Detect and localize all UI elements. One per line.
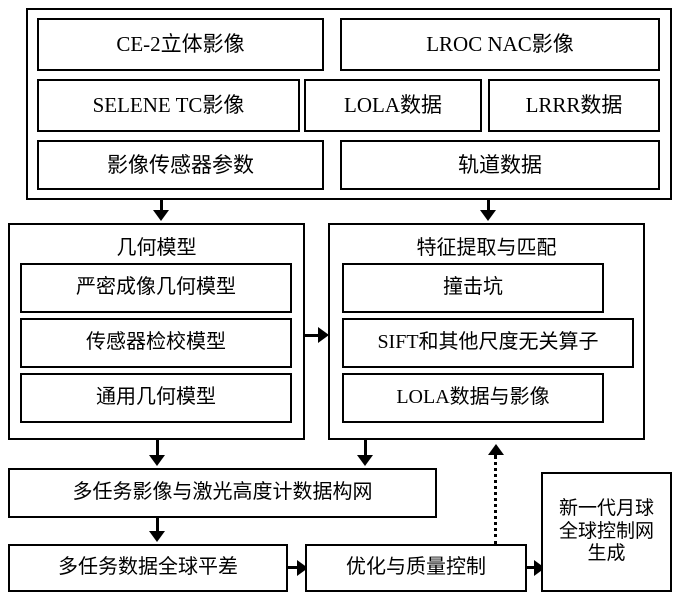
source-box-lola[interactable]: LOLA数据 (304, 79, 482, 132)
connector-optimization-to-output-line (527, 566, 537, 569)
process-box-network-building[interactable]: 多任务影像与激光高度计数据构网 (8, 468, 437, 518)
connector-optimization-to-output-arrowhead (534, 560, 545, 576)
source-box-selene-tc[interactable]: SELENE TC影像 (37, 79, 300, 132)
process-box-global-adjustment[interactable]: 多任务数据全球平差 (8, 544, 288, 592)
source-box-lroc-nac[interactable]: LROC NAC影像 (340, 18, 660, 71)
source-box-ce2[interactable]: CE-2立体影像 (37, 18, 324, 71)
connector-adjustment-to-optimization-arrowhead (297, 560, 308, 576)
connector-feature-to-network-arrowhead (357, 455, 373, 466)
source-box-sensor-params[interactable]: 影像传感器参数 (37, 140, 324, 190)
connector-sources-to-feature-line (487, 200, 490, 213)
feature-extraction-group-title: 特征提取与匹配 (416, 237, 557, 259)
source-box-lrrr[interactable]: LRRR数据 (488, 79, 660, 132)
geometric-model-group-title: 几何模型 (116, 237, 197, 259)
connector-sources-to-geometric-line (160, 200, 163, 213)
feature-box-lola-imagery[interactable]: LOLA数据与影像 (342, 373, 604, 423)
connector-network-to-adjustment-line (156, 518, 159, 535)
connector-optimization-feedback-line (494, 455, 497, 545)
output-line-2: 全球控制网 (558, 520, 654, 542)
geometric-box-sensor-calibration[interactable]: 传感器检校模型 (20, 318, 292, 368)
connector-optimization-feedback-arrowhead (488, 444, 504, 455)
output-line-3: 生成 (587, 543, 626, 565)
connector-adjustment-to-optimization-line (288, 566, 300, 569)
connector-sources-to-feature-arrowhead (480, 210, 496, 221)
geometric-box-rigorous-imaging[interactable]: 严密成像几何模型 (20, 263, 292, 313)
connector-sources-to-geometric-arrowhead (153, 210, 169, 221)
connector-geometric-to-feature-line (305, 334, 321, 337)
feature-box-sift-operators[interactable]: SIFT和其他尺度无关算子 (342, 318, 634, 368)
connector-geometric-to-network-line (156, 440, 159, 460)
source-box-orbit-data[interactable]: 轨道数据 (340, 140, 660, 190)
connector-network-to-adjustment-arrowhead (149, 531, 165, 542)
output-line-1: 新一代月球 (558, 498, 654, 520)
connector-feature-to-network-line (364, 440, 367, 460)
output-box-new-lunar-control-network[interactable]: 新一代月球 全球控制网 生成 (541, 472, 672, 592)
feature-box-impact-crater[interactable]: 撞击坑 (342, 263, 604, 313)
process-box-optimization-qc[interactable]: 优化与质量控制 (305, 544, 527, 592)
geometric-box-generic-geometric[interactable]: 通用几何模型 (20, 373, 292, 423)
connector-geometric-to-feature-arrowhead (318, 327, 329, 343)
connector-geometric-to-network-arrowhead (149, 455, 165, 466)
